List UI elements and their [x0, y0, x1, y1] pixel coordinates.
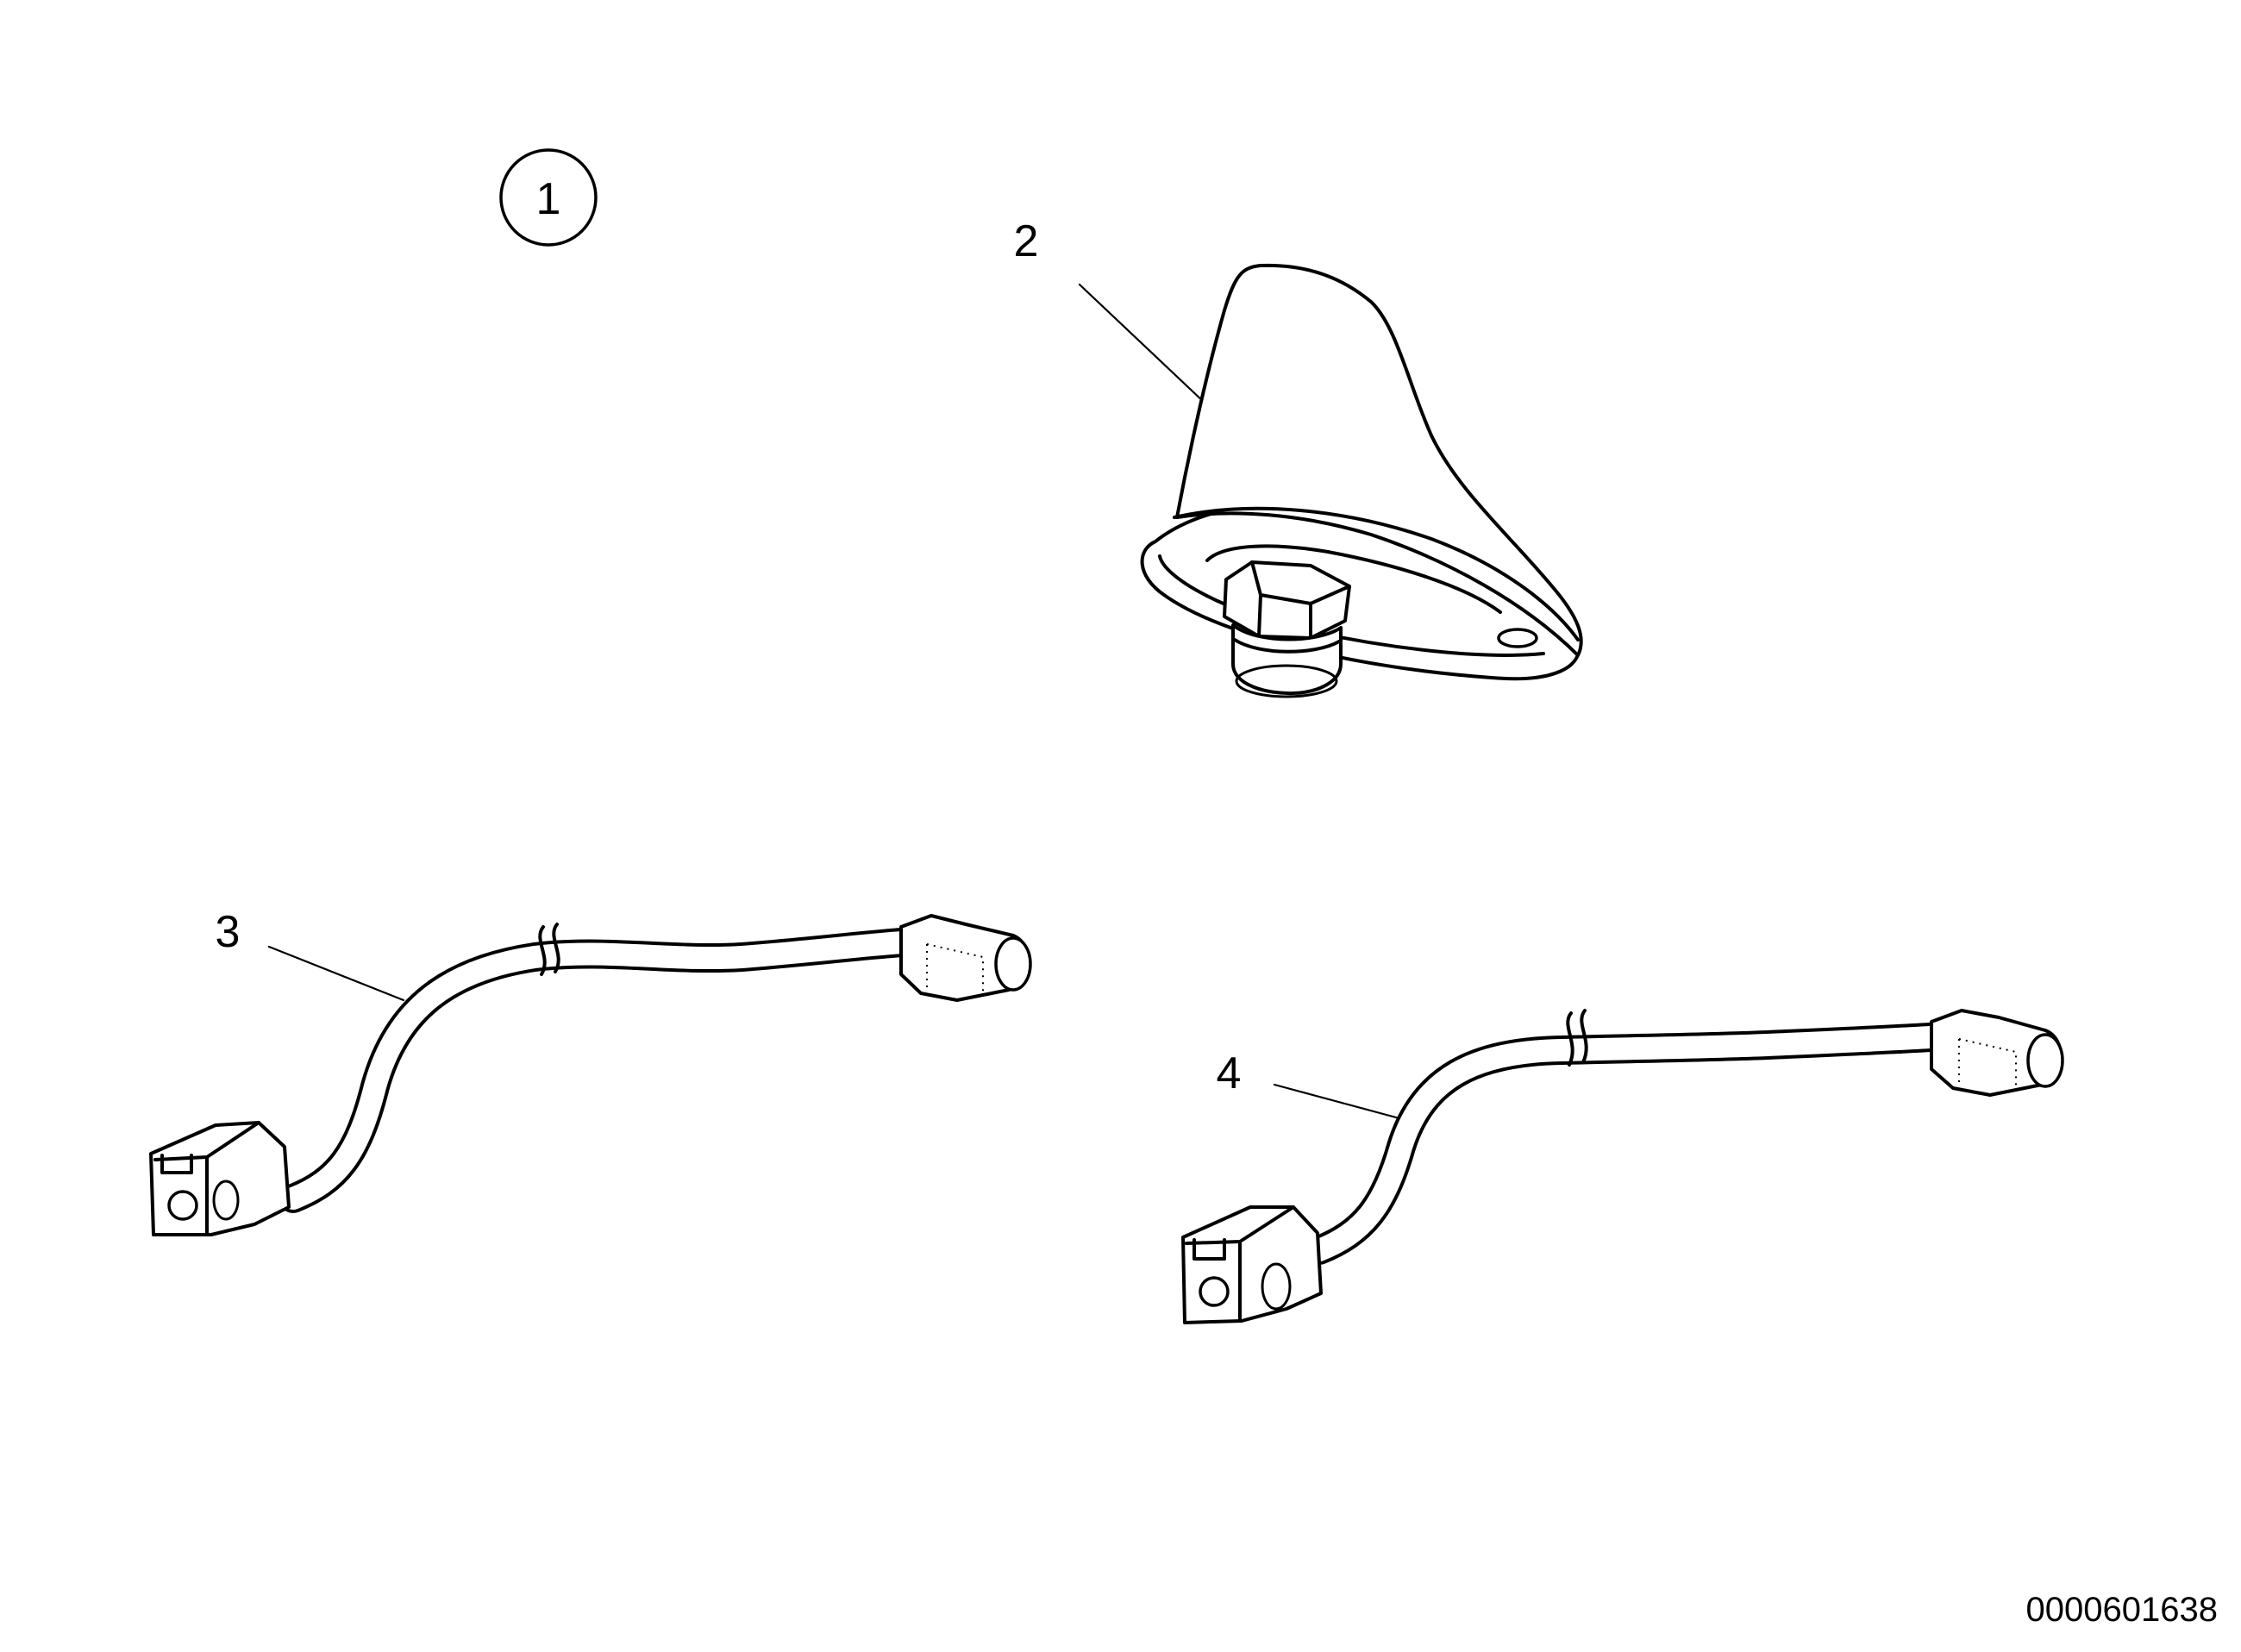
cable-lower-connector-right-end: [2026, 1033, 2064, 1088]
antenna-fin: [1175, 263, 1583, 657]
antenna-gasket: [1205, 544, 1502, 614]
cable-lower-sheath: [1308, 1025, 1956, 1261]
antenna-mount-slot: [1497, 628, 1538, 648]
cable-upper-connector-left-pin: [167, 1190, 198, 1221]
callout-3-label: 3: [216, 907, 241, 957]
cable-upper-sheath: [282, 930, 925, 1210]
callout-1-label: 1: [536, 174, 561, 224]
cable-lower-connector-left-pin: [1199, 1276, 1230, 1307]
callout-4-label: 4: [1217, 1048, 1242, 1098]
cable-upper-connector-left-coding: [212, 1180, 240, 1221]
antenna-hex-nut-face: [1250, 560, 1351, 640]
cable-upper-connector-left-face: [153, 1121, 260, 1236]
callout-4: 4: [1217, 1048, 1420, 1125]
antenna-cable-lower: [1181, 1009, 2064, 1324]
callout-2: 2: [1014, 216, 1207, 405]
callout-4-leader-line: [1273, 1083, 1420, 1125]
cable-lower-connector-left-coding: [1261, 1262, 1292, 1311]
cable-lower-connector-right-detail: [1958, 1038, 2017, 1088]
antenna-threaded-stud: [1231, 623, 1343, 696]
callout-3-leader-line: [267, 945, 405, 1002]
diagram-reference-number: 0000601638: [2026, 1591, 2218, 1629]
cable-lower-connector-left-face: [1185, 1205, 1295, 1323]
cable-upper-connector-left-latch: [160, 1154, 193, 1174]
antenna-stud-thread: [1233, 638, 1341, 654]
callout-2-leader-line: [1078, 283, 1207, 405]
callout-1: 1: [499, 148, 598, 247]
cable-lower-break-mark: [1566, 1009, 1588, 1067]
antenna-stud-end: [1235, 664, 1338, 698]
cable-upper-connector-right-detail: [926, 943, 984, 992]
shark-fin-antenna: [1140, 263, 1583, 698]
callout-3: 3: [216, 907, 405, 1002]
antenna-cable-upper: [149, 914, 1032, 1236]
cable-lower-connector-left: [1181, 1205, 1323, 1324]
antenna-fin-seam: [1173, 506, 1580, 641]
cable-upper-connector-right-end: [994, 936, 1032, 992]
cable-upper-break-mark: [538, 923, 560, 976]
callout-1-circle: [499, 148, 598, 247]
callout-2-label: 2: [1014, 216, 1039, 266]
cable-lower-connector-left-latch: [1192, 1238, 1226, 1261]
